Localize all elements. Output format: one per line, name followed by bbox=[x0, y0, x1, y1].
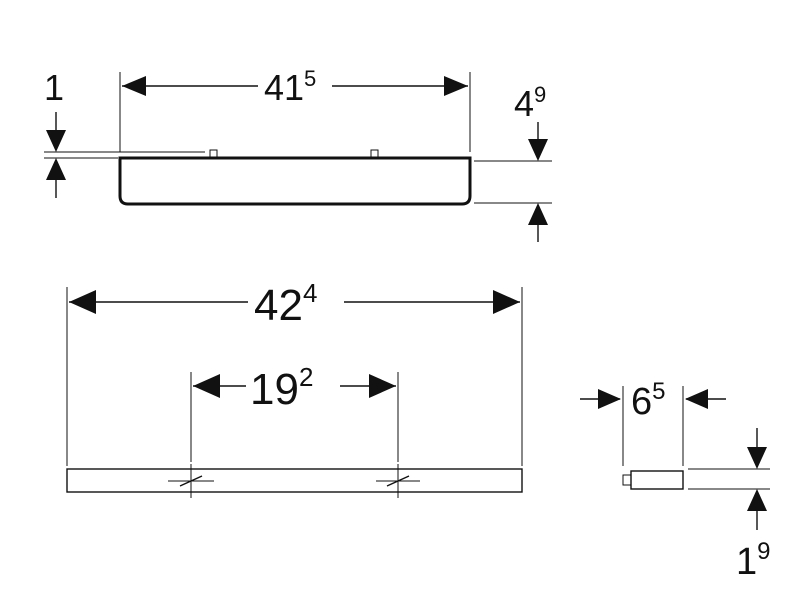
mount-pin-right bbox=[370, 149, 379, 159]
dim-label-1: 1 bbox=[44, 67, 64, 108]
side-section-view: 65 19 bbox=[580, 378, 771, 583]
arrow-192-right bbox=[369, 374, 396, 398]
bar-body bbox=[66, 468, 523, 493]
top-profile-view: 415 1 49 bbox=[44, 66, 552, 242]
hole-mark-left bbox=[168, 464, 214, 498]
arrow-415-right bbox=[444, 76, 468, 96]
mount-pin-left bbox=[209, 149, 218, 159]
dim-49-sup: 9 bbox=[534, 82, 546, 107]
arrow-lip-down bbox=[46, 130, 66, 152]
dim-label-19: 19 bbox=[736, 538, 771, 583]
dim-49-main: 4 bbox=[514, 83, 534, 124]
dim-65-main: 6 bbox=[631, 381, 652, 423]
dim-424-main: 42 bbox=[254, 281, 303, 330]
side-body bbox=[630, 470, 684, 490]
arrow-65-right bbox=[685, 389, 708, 409]
arrow-h-down bbox=[528, 139, 548, 161]
dim-65-sup: 5 bbox=[652, 378, 665, 405]
dim-1-main: 1 bbox=[44, 67, 64, 108]
arrow-19-up bbox=[747, 489, 767, 511]
hole-mark-right bbox=[376, 464, 420, 498]
arrow-424-left bbox=[69, 290, 96, 314]
dim-19-sup: 9 bbox=[757, 538, 770, 565]
dim-415-sup: 5 bbox=[304, 66, 316, 91]
arrow-192-left bbox=[193, 374, 220, 398]
dim-label-65: 65 bbox=[631, 378, 666, 423]
dim-415-main: 41 bbox=[264, 67, 304, 108]
side-tab bbox=[622, 474, 632, 486]
dim-19-main: 1 bbox=[736, 541, 757, 583]
arrow-19-down bbox=[747, 447, 767, 469]
dim-label-49: 49 bbox=[514, 82, 546, 124]
arrow-h-up bbox=[528, 203, 548, 225]
shelf-body-top bbox=[118, 156, 472, 206]
dim-label-424: 424 bbox=[254, 278, 317, 330]
dim-192-main: 19 bbox=[250, 365, 299, 414]
bottom-plan-view: 424 192 bbox=[66, 278, 523, 498]
dim-424-sup: 4 bbox=[303, 278, 317, 308]
arrow-424-right bbox=[493, 290, 520, 314]
arrow-65-left bbox=[598, 389, 621, 409]
dim-192-sup: 2 bbox=[299, 362, 313, 392]
arrow-lip-up bbox=[46, 158, 66, 180]
arrow-415-left bbox=[122, 76, 146, 96]
dim-label-192: 192 bbox=[250, 362, 313, 414]
dim-label-415: 415 bbox=[264, 66, 316, 108]
